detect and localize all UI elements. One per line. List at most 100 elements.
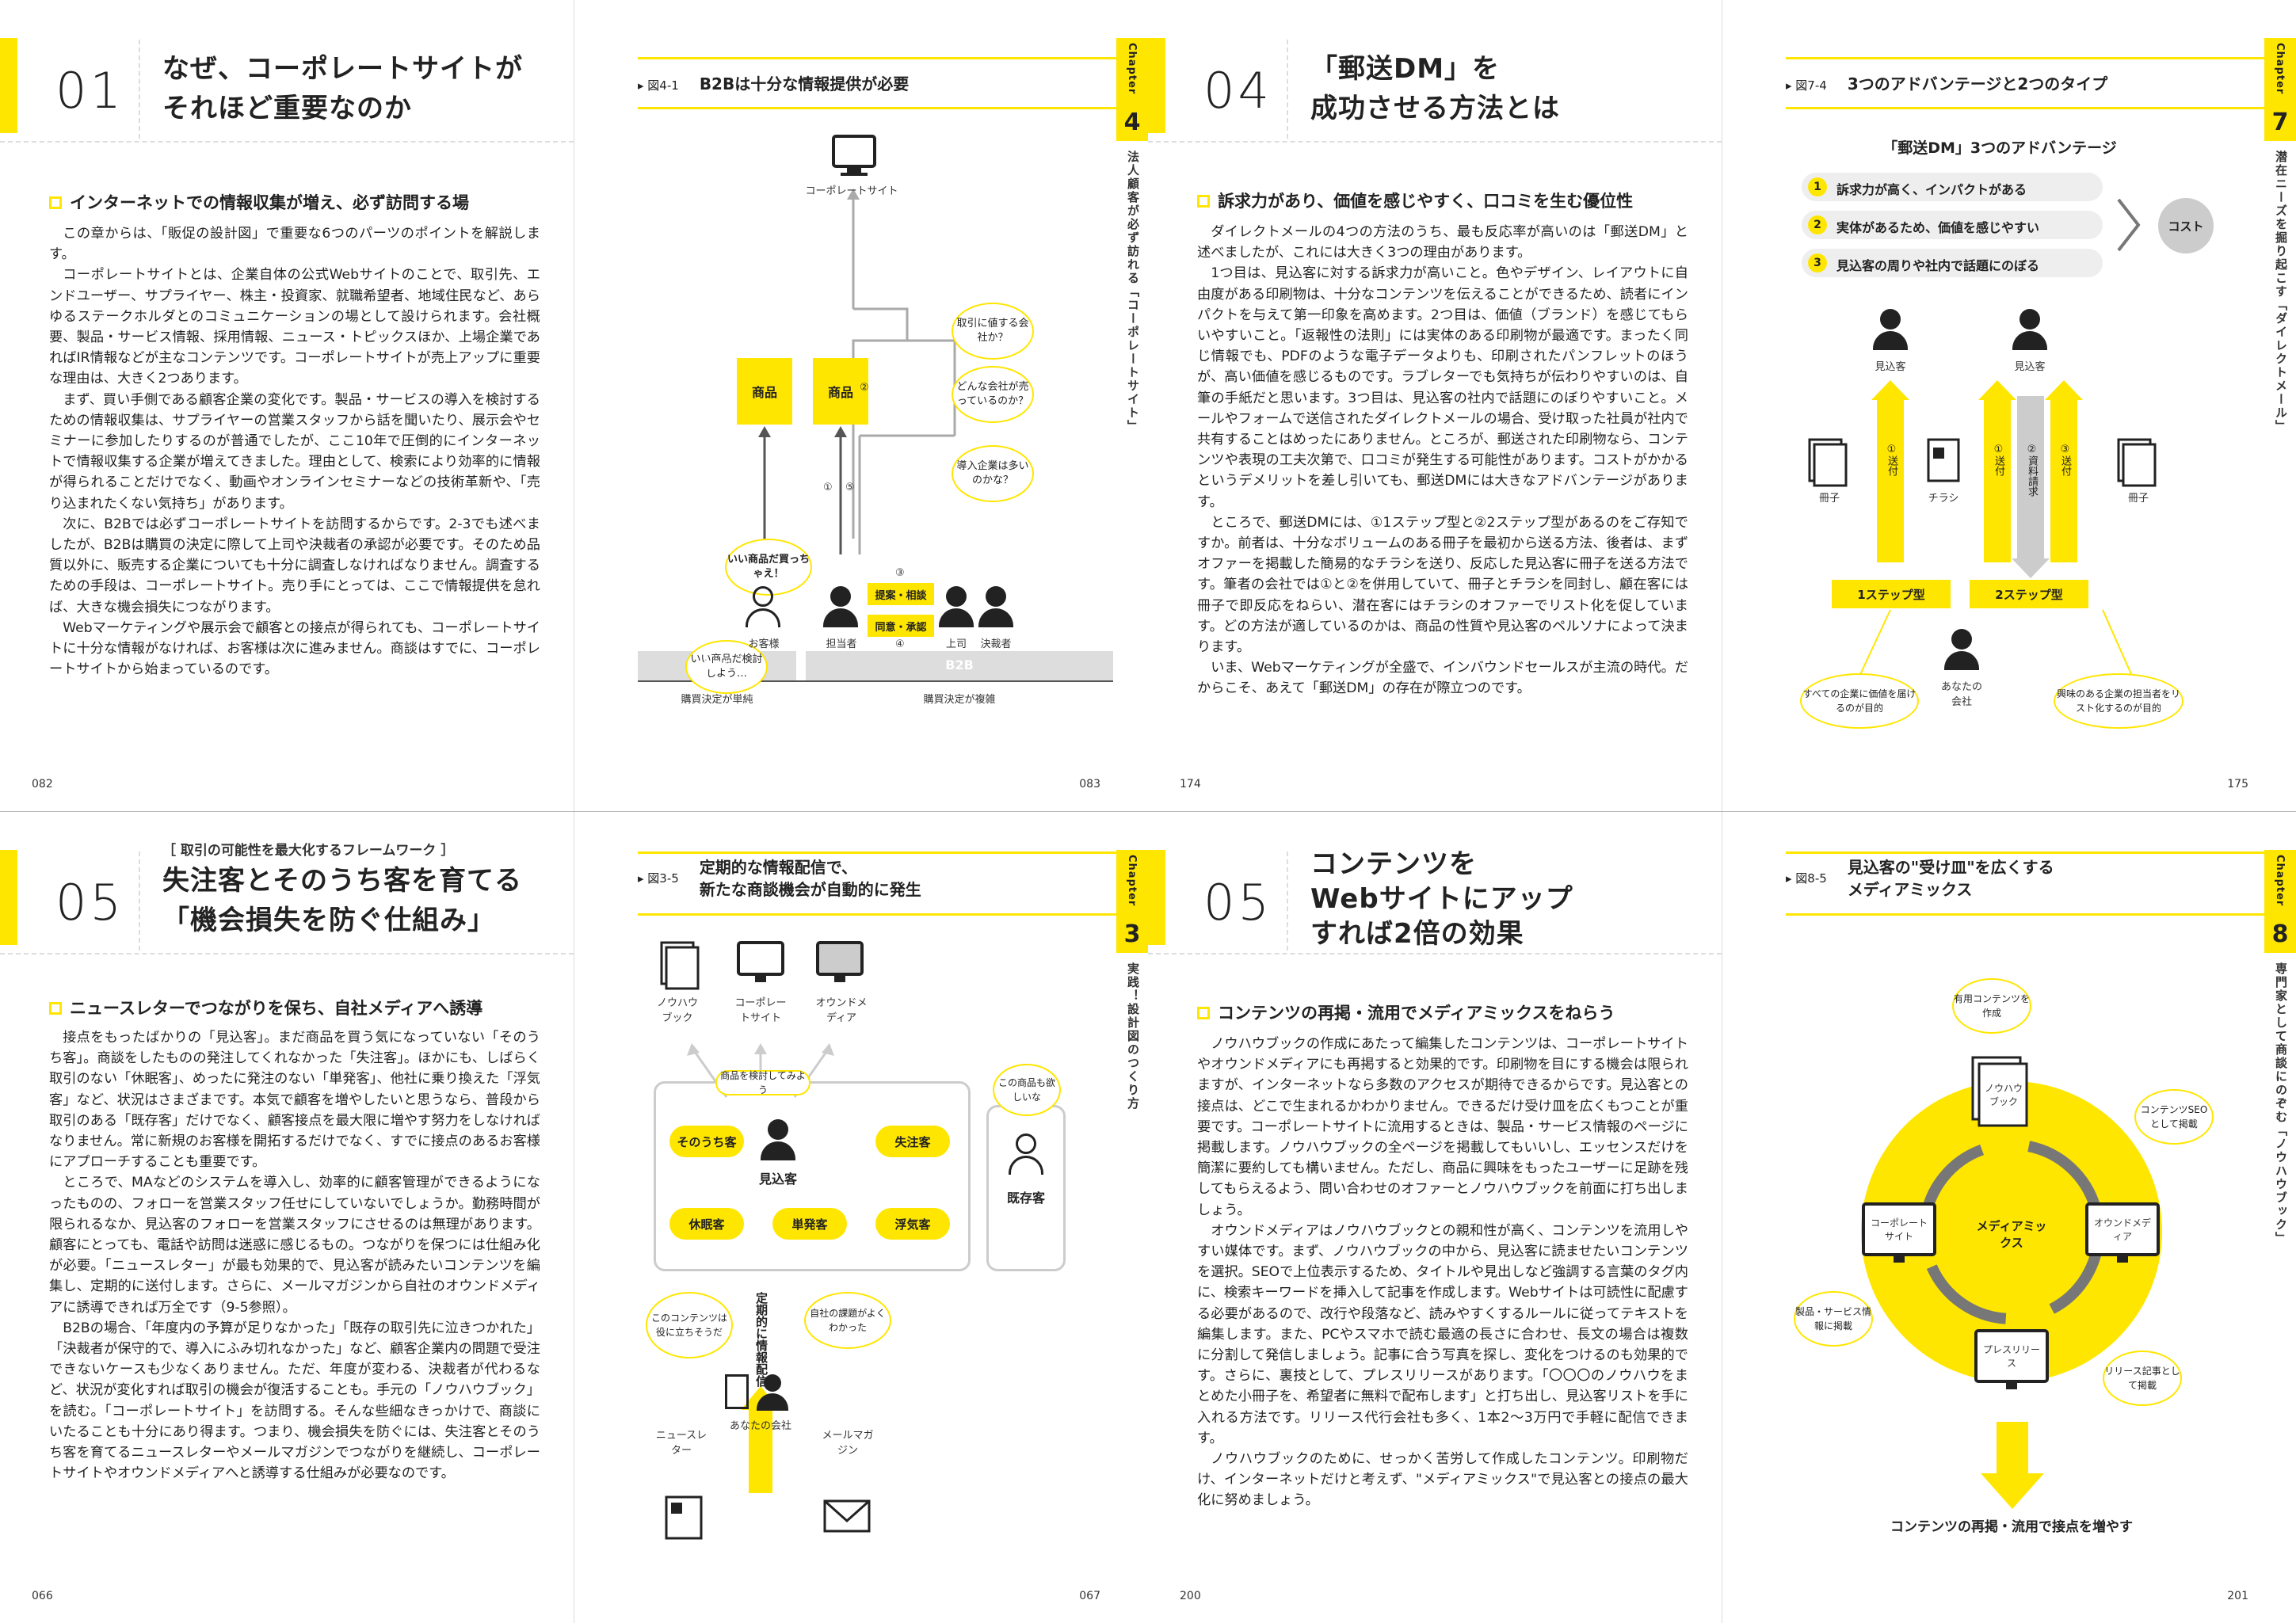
existing-person-icon (1009, 1133, 1043, 1178)
owned-media-label: オウンドメディア (815, 997, 868, 1024)
figure-number: ▸ 図4-1 (638, 78, 679, 93)
chapter-title: 法人顧客が必ず訪れる「コーポレートサイト」 (1126, 150, 1140, 433)
figure-rule (638, 107, 1116, 109)
corporate-label: コーポレートサイト (734, 997, 787, 1024)
section-title: 「郵送DM」を 成功させる方法とは (1310, 49, 1560, 128)
page-number: 067 (1079, 1590, 1100, 1602)
figure-title-line: メディアミックス (1847, 880, 1973, 899)
flyer-label: チラシ (1928, 493, 1959, 505)
title-line: 失注客とそのうち客を育てる (162, 865, 522, 897)
cost-circle: コスト (2158, 198, 2214, 253)
product-box: 商品 (813, 358, 868, 425)
chapter-label: Chapter (1126, 43, 1138, 95)
page-number: 175 (2227, 778, 2248, 791)
propose-arrow: 提案・相談 (868, 583, 934, 605)
product-box: 商品 (737, 358, 792, 425)
spread-chapter-4: 01 なぜ、コーポレートサイトが それほど重要なのか インターネットでの情報収集… (0, 0, 1148, 811)
company-label: あなたの会社 (729, 1420, 791, 1432)
figure-media-mix: 有用コンテンツを作成 ノウハウブック コンテンツSEOとして掲載 コーポレートサ… (1786, 931, 2261, 1549)
figure-title-line: 新たな商談機会が自動的に発生 (699, 880, 921, 899)
prospect-label: 見込客 (758, 1172, 797, 1187)
title-line: それほど重要なのか (162, 93, 412, 124)
booklet-label: 冊子 (1818, 493, 1840, 505)
title-divider (139, 40, 140, 139)
b2c-note: 購買決定が単純 (681, 694, 753, 706)
figure-rule (638, 852, 1116, 854)
request-label: ②資料請求 (2026, 444, 2038, 497)
question-bubble: 導入企業は多いのかな？ (952, 445, 1034, 502)
release-bubble: リリース記事として掲載 (2103, 1351, 2182, 1406)
paragraph: ノウハウブックのために、せっかく苦労して作成したコンテンツ。印刷物だけ、インター… (1197, 1451, 1688, 1509)
spread-chapter-8: 05 コンテンツを Webサイトにアップ すれば2倍の効果 コンテンツの再掲・流… (1148, 812, 2296, 1623)
chapter-label: Chapter (2274, 855, 2286, 907)
paragraph: いま、Webマーケティングが全盛で、インバウンドセールスが主流の時代。だからこそ… (1197, 660, 1688, 697)
paragraph: 接点をもったばかりの「見込客」。まだ商品を買う気になっていない「そのうち客」。商… (49, 1030, 540, 1171)
figure-title-line: 定期的な情報配信で、 (699, 858, 858, 877)
chapter-number: 4 (1123, 109, 1141, 136)
figure-nurture: ノウハウブック コーポレートサイト オウンドメディア 商品を検討してみよう この… (638, 931, 1113, 1549)
company-person-icon (1944, 629, 1979, 673)
prospect-label: 見込客 (1875, 361, 1906, 373)
staff-label: 担当者 (826, 638, 857, 650)
send-label: ①送付 (1993, 444, 2004, 476)
considering-bubble: 商品を検討してみよう (715, 1070, 810, 1095)
step-label: ① (823, 482, 833, 493)
prospect-person-icon (1873, 309, 1908, 353)
boss-label: 上司 (945, 638, 967, 650)
media-mix-lines (1861, 1056, 2162, 1509)
paragraph: まず、買い手側である顧客企業の変化です。製品・サービスの導入を検討するための情報… (49, 391, 540, 512)
chapter-title: 専門家として商談にのぞむ「ノウハウブック」 (2274, 962, 2288, 1245)
boss-person-icon (939, 586, 974, 631)
section-marker (0, 38, 17, 133)
decider-label: 決裁者 (980, 638, 1012, 650)
paid-content-bubble: 有用コンテンツを作成 (1952, 978, 2031, 1034)
body-text: ノウハウブックの作成にあたって編集したコンテンツは、コーポレートサイトやオウンド… (1197, 1034, 1688, 1511)
horizontal-separator (0, 811, 2296, 812)
title-line: すれば2倍の効果 (1310, 918, 1524, 950)
booklet-label: 冊子 (2127, 493, 2149, 505)
building-icon (725, 1374, 749, 1409)
figure-b2b: コーポレートサイト 商品 商品 取引に値する会社か？ どんな会社が売っているのか… (638, 127, 1113, 745)
seo-bubble: コンテンツSEOとして掲載 (2134, 1089, 2214, 1145)
subheading: ニュースレターでつながりを保ち、自社メディアへ誘導 (49, 996, 482, 1019)
kicker-text: ［ 取引の可能性を最大化するフレームワーク ］ (162, 843, 455, 859)
customer-type-pill: 浮気客 (875, 1208, 950, 1240)
customer-person-icon (746, 586, 780, 631)
subheading-text: ニュースレターでつながりを保ち、自社メディアへ誘導 (70, 999, 483, 1018)
advantage-text: 訴求力が高く、インパクトがある (1836, 182, 2027, 197)
left-page: 05 コンテンツを Webサイトにアップ すれば2倍の効果 コンテンツの再掲・流… (1148, 812, 1722, 1623)
knowhow-label: ノウハウブック (1984, 1083, 2023, 1107)
wants-bubble: この商品も欲しいな (993, 1064, 1061, 1116)
result-label: コンテンツの再掲・流用で接点を増やす (1890, 1519, 2133, 1535)
page-number: 082 (32, 778, 53, 791)
prospect-person-icon (2012, 309, 2047, 353)
square-icon (49, 1002, 62, 1015)
chapter-tab: Chapter 4 (1116, 38, 1148, 141)
section-marker (1148, 38, 1165, 133)
title-line: なぜ、コーポレートサイトが (162, 53, 523, 85)
left-page: ［ 取引の可能性を最大化するフレームワーク ］ 05 失注客とそのうち客を育てる… (0, 812, 574, 1623)
staff-person-icon (823, 586, 858, 631)
paragraph: 次に、B2Bでは必ずコーポレートサイトを訪問するからです。2-3でも述べましたが… (49, 516, 540, 615)
paragraph: ダイレクトメールの4つの方法のうち、最も反応率が高いのは「郵送DM」と述べました… (1197, 224, 1688, 261)
paragraph: B2Bの場合、「年度内の予算が足りなかった」「既存の取引先に泣きつかれた」「決裁… (49, 1320, 540, 1482)
advantage-row: 2 実体があるため、価値を感じやすい (1802, 211, 2103, 239)
send-label: ①送付 (1886, 444, 1897, 476)
question-bubble: 取引に値する会社か？ (952, 303, 1034, 360)
prospect-person-icon (761, 1119, 795, 1164)
title-line: 「郵送DM」を (1310, 53, 1501, 85)
subheading-text: 訴求力があり、価値を感じやすく、口コミを生む優位性 (1218, 192, 1634, 211)
figure-rule (1786, 913, 2264, 916)
spread-chapter-7: 04 「郵送DM」を 成功させる方法とは 訴求力があり、価値を感じやすく、口コミ… (1148, 0, 2296, 811)
square-icon (49, 196, 62, 209)
advantage-number: 1 (1808, 177, 1827, 196)
chapter-tab: Chapter 8 (2264, 850, 2296, 953)
prospect-group (654, 1081, 971, 1271)
customer-type-pill: 単発客 (772, 1208, 847, 1240)
paragraph: オウンドメディアはノウハウブックとの親和性が高く、コンテンツを流用しやすい媒体で… (1197, 1222, 1688, 1446)
note-bubble: 興味のある企業の担当者をリスト化するのが目的 (2054, 673, 2183, 729)
delivery-label: 定期的に情報配信 (754, 1292, 769, 1387)
